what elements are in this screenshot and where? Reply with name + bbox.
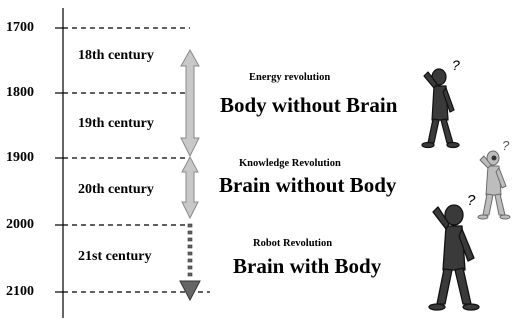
- thinking-stick-figure-2: ?: [478, 138, 510, 219]
- thinking-stick-figure-1: ?: [422, 57, 460, 148]
- century-label-20th: 20th century: [78, 183, 154, 197]
- energy-era-arrow: [181, 50, 199, 156]
- year-label-1900: 1900: [6, 151, 34, 165]
- year-label-1700: 1700: [6, 21, 34, 35]
- question-mark-3: ?: [467, 192, 476, 209]
- century-label-18th: 18th century: [78, 49, 154, 63]
- brain-without-body-label: Brain without Body: [219, 174, 396, 196]
- knowledge-revolution-label: Knowledge Revolution: [239, 158, 341, 169]
- year-label-2100: 2100: [6, 285, 34, 299]
- brain-with-body-label: Brain with Body: [233, 255, 381, 277]
- thinking-stick-figure-3: ?: [429, 192, 479, 310]
- body-without-brain-label: Body without Brain: [220, 94, 397, 116]
- century-label-21st: 21st century: [78, 250, 152, 264]
- knowledge-era-arrow: [182, 157, 198, 218]
- question-mark-2: ?: [502, 138, 510, 153]
- robot-era-arrow: [180, 224, 200, 300]
- year-label-1800: 1800: [6, 86, 34, 100]
- robot-revolution-label: Robot Revolution: [253, 238, 332, 249]
- year-label-2000: 2000: [6, 218, 34, 232]
- question-mark-1: ?: [452, 57, 460, 73]
- energy-revolution-label: Energy revolution: [249, 72, 330, 83]
- century-label-19th: 19th century: [78, 117, 154, 131]
